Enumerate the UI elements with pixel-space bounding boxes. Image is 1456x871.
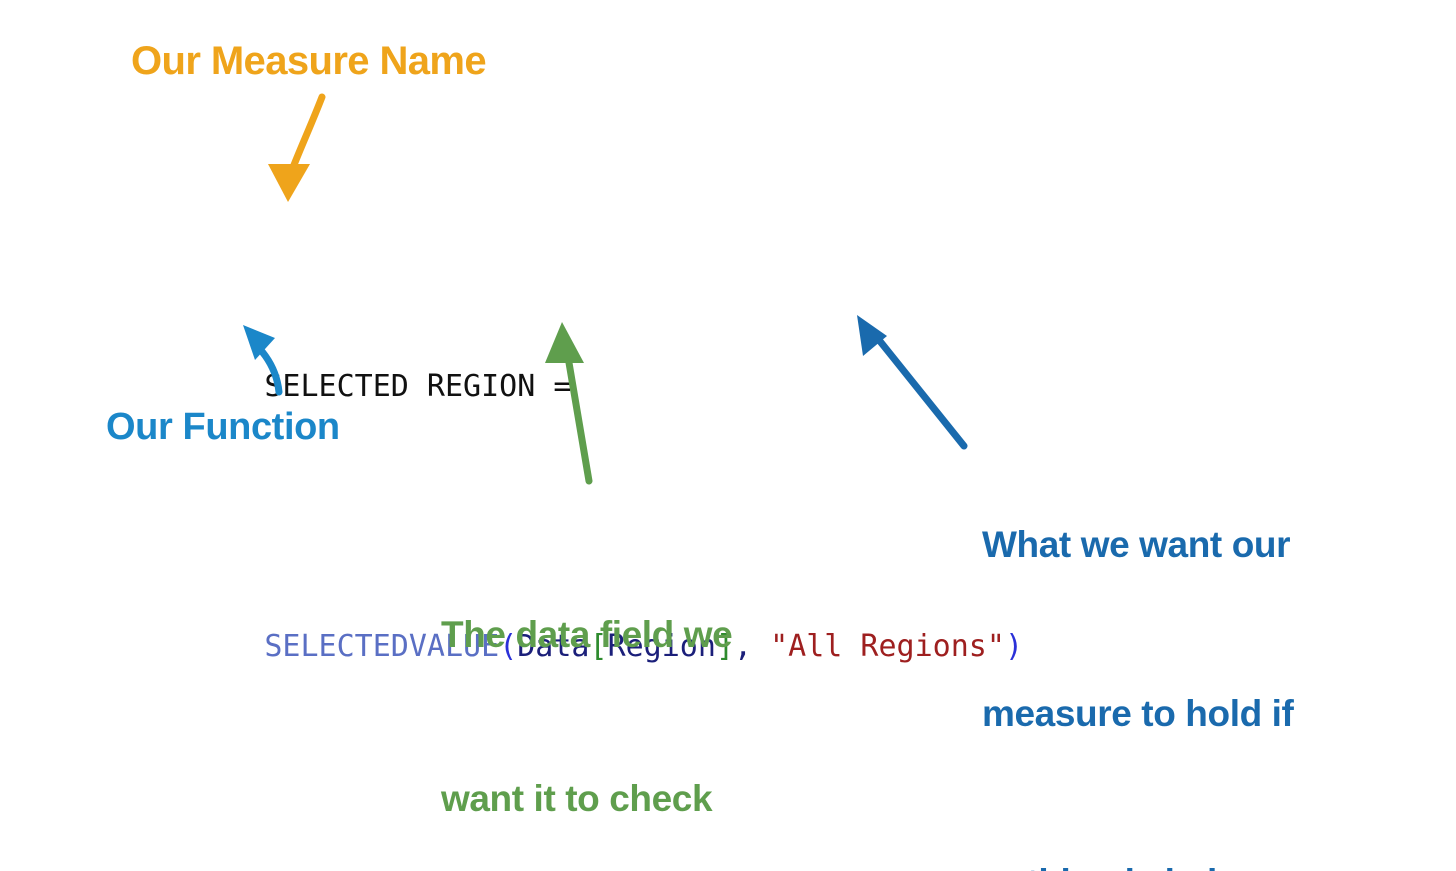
table-name-token: Data xyxy=(517,629,590,664)
data-field-annotation-label: The data field we want it to check for a… xyxy=(441,498,778,871)
default-value-note-line: nothing is being xyxy=(982,855,1293,871)
measure-name-arrow-icon xyxy=(268,93,326,202)
close-paren-token: ) xyxy=(1004,629,1023,664)
open-bracket-token: [ xyxy=(589,629,608,664)
data-field-note-line: want it to check xyxy=(441,777,713,819)
function-name-token: SELECTEDVALUE xyxy=(264,629,500,664)
default-value-note-line: What we want our xyxy=(982,524,1291,566)
default-value-note-line: measure to hold if xyxy=(982,693,1294,735)
code-line-2: SELECTEDVALUE(Data[Region], "All Regions… xyxy=(156,569,1023,725)
measure-name-annotation-label: Our Measure Name xyxy=(131,39,487,83)
dax-code-block: SELECTED REGION = SELECTEDVALUE(Data[Reg… xyxy=(156,205,1023,829)
comma-token: , xyxy=(734,629,753,664)
default-value-annotation-label: What we want our measure to hold if noth… xyxy=(982,405,1294,871)
data-field-note-line: The data field we xyxy=(441,613,733,655)
code-line-1: SELECTED REGION = xyxy=(156,309,1023,465)
measure-name-text: SELECTED REGION = xyxy=(264,369,572,404)
our-function-annotation-label: Our Function xyxy=(106,406,340,448)
string-literal-token: "All Regions" xyxy=(770,629,1005,664)
column-name-token: Region xyxy=(607,629,716,664)
open-paren-token: ( xyxy=(499,629,518,664)
close-bracket-token: ] xyxy=(715,629,734,664)
